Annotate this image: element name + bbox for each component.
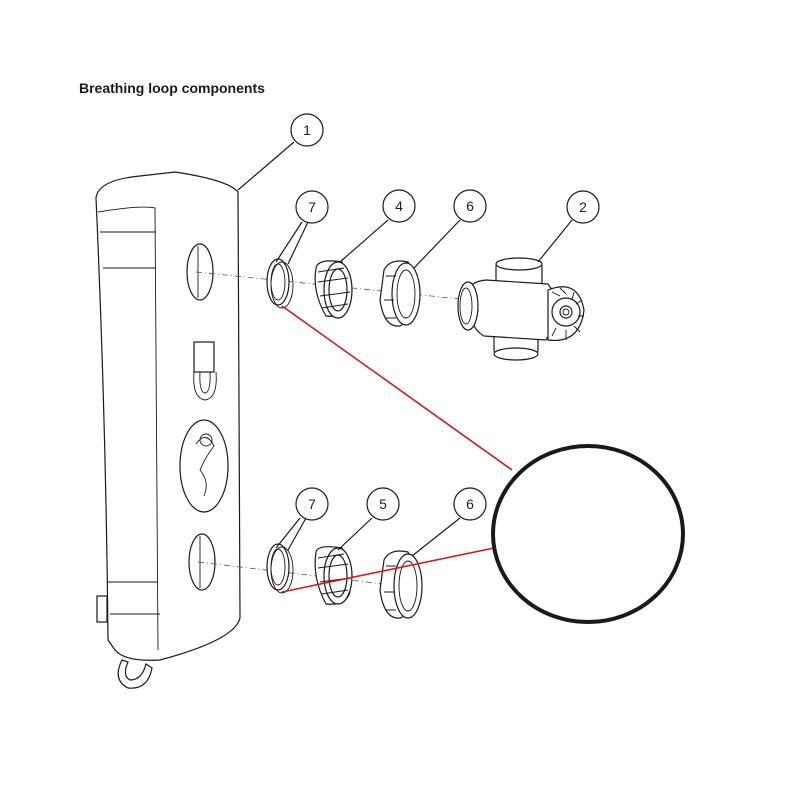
upper-assembly — [195, 257, 585, 361]
callout-4: 4 — [382, 189, 416, 223]
adapter-5 — [314, 546, 353, 605]
svg-text:7: 7 — [308, 199, 316, 215]
diagram-title: Breathing loop components — [79, 80, 265, 96]
svg-text:5: 5 — [379, 496, 387, 512]
callout-6-upper: 6 — [453, 189, 487, 223]
nut-6-lower — [379, 550, 423, 619]
callout-7-lower: 7 — [295, 487, 329, 521]
svg-text:7: 7 — [308, 496, 316, 512]
svg-text:6: 6 — [466, 198, 474, 214]
oring-7-upper — [266, 258, 294, 309]
housing-panel — [95, 171, 241, 689]
valve-2 — [457, 257, 585, 361]
callout-5: 5 — [366, 487, 400, 521]
lower-assembly — [197, 543, 423, 619]
callout-7-upper: 7 — [295, 190, 329, 224]
svg-text:4: 4 — [395, 198, 403, 214]
nut-6-upper — [379, 260, 421, 327]
oring-detail — [281, 305, 685, 624]
svg-text:6: 6 — [466, 496, 474, 512]
callout-6-lower: 6 — [453, 487, 487, 521]
callout-1: 1 — [290, 113, 324, 147]
callout-2: 2 — [566, 190, 600, 224]
adapter-4 — [314, 260, 353, 319]
svg-text:2: 2 — [579, 199, 587, 215]
oring-7-lower — [266, 543, 294, 594]
callout-leaders — [237, 141, 573, 557]
svg-text:1: 1 — [303, 122, 311, 138]
